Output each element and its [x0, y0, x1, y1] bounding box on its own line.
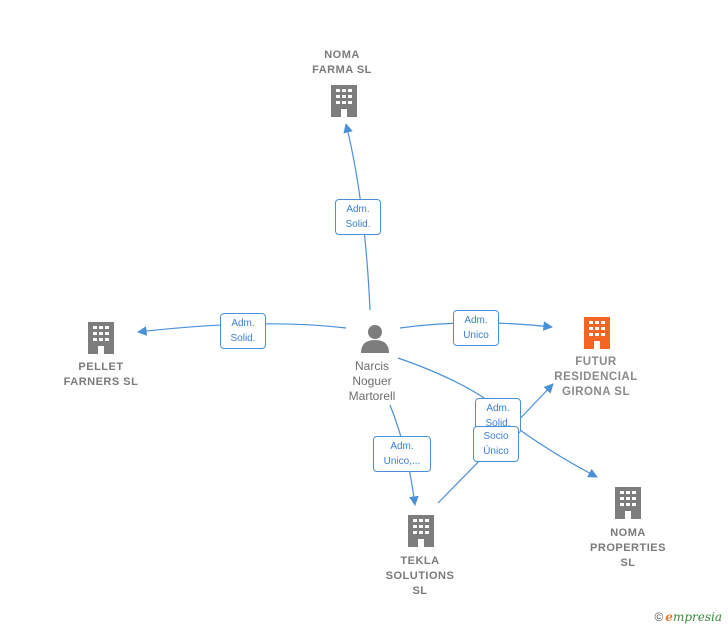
company-tekla-solutions[interactable]: TEKLA SOLUTIONS SL [385, 555, 455, 597]
company-futur-residencial[interactable]: FUTUR RESIDENCIAL GIRONA SL [554, 356, 638, 398]
relation-label-tekla-solutions: Adm. Unico,... [373, 436, 431, 472]
person-icon [361, 325, 389, 353]
relation-label-pellet-farners: Adm. Solid. [220, 313, 266, 349]
relation-label-tekla-to-futur: Socio Único [473, 426, 519, 462]
copyright-icon: © [654, 610, 664, 624]
company-pellet-farners[interactable]: PELLET FARNERS SL [63, 361, 139, 388]
relation-label-noma-farma: Adm. Solid. [335, 199, 381, 235]
building-icon [331, 85, 357, 117]
person-narcis-noguer-martorell[interactable]: Narcis Noguer Martorell [348, 359, 396, 403]
relation-label-futur-residencial: Adm. Unico [453, 310, 499, 346]
company-noma-properties[interactable]: NOMA PROPERTIES SL [590, 527, 666, 569]
building-icon [88, 322, 114, 354]
brand-name: mpresia [672, 610, 722, 624]
building-icon [615, 487, 641, 519]
empresia-logo[interactable]: ©empresia [654, 610, 722, 624]
building-icon [584, 317, 610, 349]
company-noma-farma[interactable]: NOMA FARMA SL [312, 49, 372, 76]
brand-initial: e [665, 610, 673, 624]
building-icon [408, 515, 434, 547]
